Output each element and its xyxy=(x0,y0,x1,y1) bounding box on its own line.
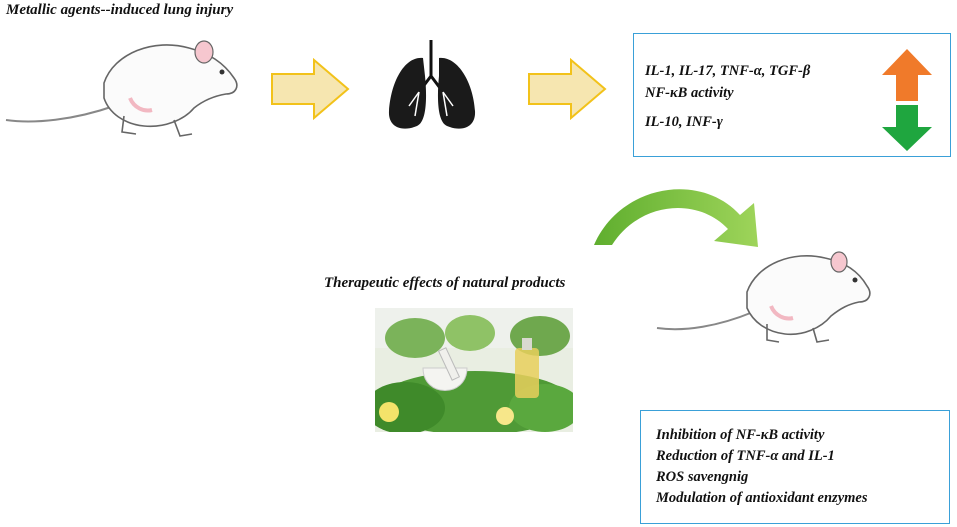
natural-products-image xyxy=(375,308,573,432)
figure-title: Metallic agents--induced lung injury xyxy=(6,2,234,18)
cytokine-line-1: IL-1, IL-17, TNF-α, TGF-β xyxy=(645,63,811,79)
effect-line-4: Modulation of antioxidant enzymes xyxy=(656,490,868,506)
curved-arrow-icon xyxy=(594,189,758,247)
up-arrow-icon xyxy=(882,49,932,101)
rat-illustration-injured xyxy=(5,40,238,137)
effect-line-3: ROS savengnig xyxy=(656,469,749,485)
lungs-illustration xyxy=(388,40,476,129)
therapy-heading: Therapeutic effects of natural products xyxy=(324,275,566,291)
flow-arrow-2 xyxy=(528,58,607,120)
down-arrow-icon xyxy=(882,105,932,151)
flow-arrow-1 xyxy=(271,58,350,120)
cytokine-line-3: IL-10, INF-γ xyxy=(645,114,723,130)
rat-illustration-treated xyxy=(656,251,871,343)
effects-box xyxy=(640,410,950,524)
effect-line-1: Inhibition of NF-κB activity xyxy=(656,427,825,443)
cytokine-line-2: NF-κB activity xyxy=(645,85,734,101)
effect-line-2: Reduction of TNF-α and IL-1 xyxy=(656,448,835,464)
